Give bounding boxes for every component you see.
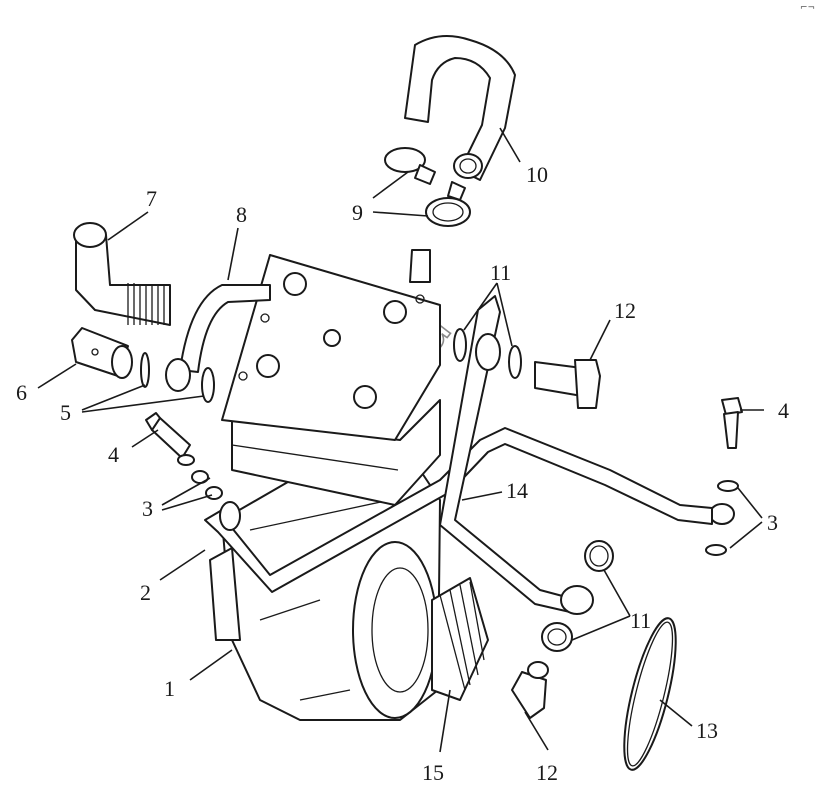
part-5-washers [140,352,215,403]
part-8-pipe [165,284,271,392]
callout-1: 1 [164,676,175,701]
callout-4-left: 4 [108,442,119,467]
callout-12-top: 12 [614,298,636,323]
part-10-hose [404,35,516,181]
part-6-banjo-fitting [71,327,133,379]
callout-2: 2 [140,580,151,605]
part-11-washers-top [453,328,522,379]
corner-mark: ⌐¬ [800,3,815,13]
callout-3-right: 3 [767,510,778,535]
part-11-washers-bottom [541,540,614,652]
part-14-pipe [439,295,594,615]
callout-11-top: 11 [490,260,511,285]
callout-14: 14 [506,478,528,503]
callout-13: 13 [696,718,718,743]
callout-3-left: 3 [142,496,153,521]
callout-5: 5 [60,400,71,425]
part-4-bolt-right [721,397,743,449]
callout-12-bottom: 12 [536,760,558,785]
part-9-clamps [384,147,471,227]
part-12-banjo-bolt-top [534,359,601,409]
callout-numbers: 1 2 3 3 4 4 5 6 7 8 9 10 11 11 12 12 13 … [16,162,789,785]
callout-7: 7 [146,186,157,211]
part-12-banjo-bolt-bottom [511,661,549,719]
callout-6: 6 [16,380,27,405]
part-3-washers-right [705,480,739,556]
part-7-elbow-fitting [73,222,171,326]
part-3-washers-left [177,454,223,500]
callout-15: 15 [422,760,444,785]
callout-4-right: 4 [778,398,789,423]
callout-10: 10 [526,162,548,187]
callout-11-bottom: 11 [630,608,651,633]
leader-lines [37,127,764,753]
part-15-drive-gear [352,541,489,719]
part-13-o-ring [623,617,677,771]
callout-9: 9 [352,200,363,225]
part-4-bolt-left [145,412,191,459]
callout-8: 8 [236,202,247,227]
